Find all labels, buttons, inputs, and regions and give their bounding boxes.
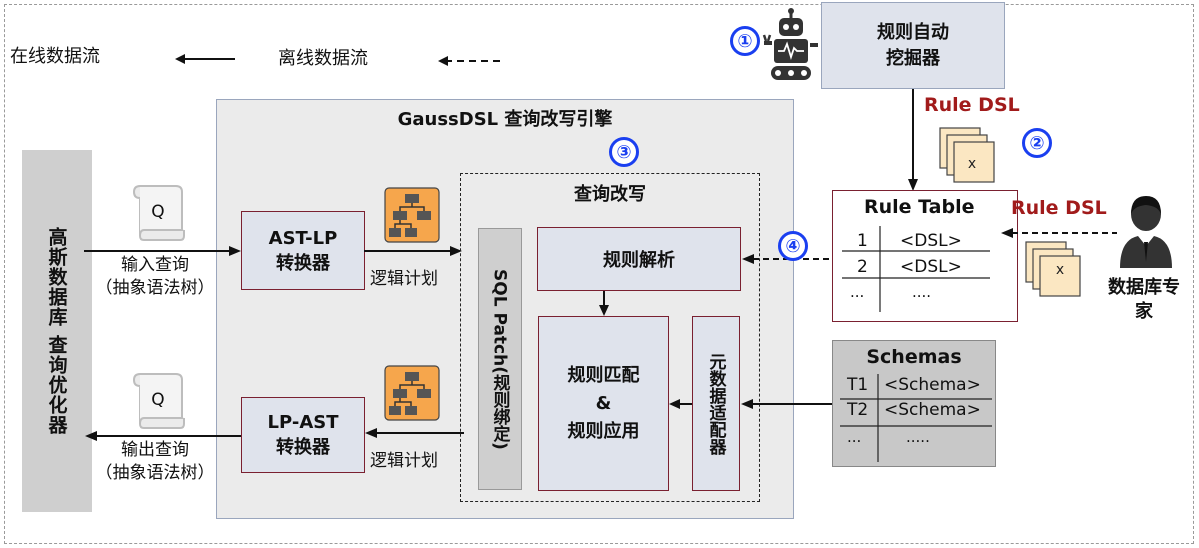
schemas-row-2-id: T2 — [847, 400, 869, 420]
dba-doc-mark: x — [1056, 262, 1064, 278]
engine-title: GaussDSL 查询改写引擎 — [397, 109, 613, 130]
schemas-row-2-value: <Schema> — [884, 400, 981, 420]
output-query-label: 输出查询 （抽象语法树） — [80, 439, 230, 485]
query-rewrite-title: 查询改写 — [574, 184, 646, 205]
input-query-line1: 输入查询 — [121, 255, 189, 275]
schemas-title: Schemas — [866, 346, 962, 368]
rule-table-row-3-value: .... — [912, 283, 932, 301]
input-query-icon-label: Q — [151, 202, 164, 222]
schemas-box — [832, 340, 996, 467]
rule-parse-box: 规则解析 — [537, 227, 741, 291]
legend-offline-label: 离线数据流 — [278, 48, 368, 69]
rule-table-row-1-value: <DSL> — [900, 231, 962, 251]
robot-icon — [762, 8, 818, 80]
query-rewrite-container — [460, 173, 760, 502]
adapter-to-match-arrow — [669, 399, 692, 409]
output-query-arrow — [85, 431, 241, 441]
rewrite-to-lpast-arrow — [365, 428, 464, 438]
output-query-line1: 输出查询 — [121, 440, 189, 460]
rule-match-box: 规则匹配 & 规则应用 — [538, 316, 669, 491]
input-query-line2: （抽象语法树） — [95, 278, 215, 298]
dba-label: 数据库专 家 — [1108, 277, 1180, 322]
step-2-badge: ② — [1022, 128, 1052, 158]
astlp-to-rewrite-arrow — [364, 246, 462, 256]
database-expert-icon — [1120, 196, 1172, 268]
step-3-badge: ③ — [609, 137, 639, 167]
gauss-optimizer-bar: 高斯数据库 查询优化器 — [22, 150, 92, 512]
rule-miner-box: 规则自动 挖掘器 — [821, 2, 1005, 89]
rule-table-row-1-id: 1 — [857, 231, 868, 251]
logic-plan-bottom-icon — [384, 365, 440, 421]
legend-offline-arrow — [438, 56, 500, 66]
rule-table-grid — [842, 226, 990, 312]
parse-to-match-arrow — [599, 291, 609, 316]
metadata-adapter-label: 元数据适配器 — [705, 352, 726, 455]
rule-table-row-2-value: <DSL> — [900, 257, 962, 277]
schemas-to-adapter-arrow — [741, 399, 833, 409]
dba-to-table-arrow — [1001, 228, 1117, 238]
sql-patch-bar: SQL Patch(规则绑定) — [478, 228, 522, 490]
logic-plan-bottom-label: 逻辑计划 — [370, 451, 438, 471]
input-query-scroll-icon: Q — [132, 185, 185, 241]
outer-frame — [4, 4, 1194, 544]
legend-online-label: 在线数据流 — [10, 46, 100, 67]
schemas-row-3-value: ..... — [906, 428, 930, 446]
input-query-label: 输入查询 （抽象语法树） — [80, 254, 230, 300]
sql-patch-label: SQL Patch(规则绑定) — [489, 268, 510, 450]
miner-to-table-arrow — [908, 89, 918, 191]
dba-rule-dsl-label: Rule DSL — [1011, 197, 1107, 219]
rule-table-row-2-id: 2 — [857, 257, 868, 277]
table-to-parse-arrow — [742, 254, 832, 264]
output-query-icon-label: Q — [151, 390, 164, 410]
schemas-row-3-id: ... — [847, 428, 862, 446]
ast-lp-converter-box: AST-LP 转换器 — [241, 211, 365, 290]
step-4-badge: ④ — [778, 231, 808, 261]
rule-dsl-top-label: Rule DSL — [924, 94, 1020, 116]
rule-table-title: Rule Table — [864, 196, 975, 218]
input-query-arrow — [84, 246, 241, 256]
optimizer-label: 高斯数据库 查询优化器 — [45, 227, 68, 435]
lp-ast-converter-box: LP-AST 转换器 — [241, 397, 365, 473]
rule-table-row-3-id: ... — [850, 283, 865, 301]
rule-dsl-top-doc-mark: x — [968, 156, 976, 172]
rule-table-box — [832, 190, 1018, 322]
logic-plan-top-label: 逻辑计划 — [370, 269, 438, 289]
schemas-grid — [840, 374, 992, 462]
rule-dsl-top-documents-icon: x — [939, 127, 995, 183]
metadata-adapter-box: 元数据适配器 — [692, 316, 740, 491]
schemas-row-1-value: <Schema> — [884, 375, 981, 395]
logic-plan-top-icon — [384, 187, 440, 243]
output-query-line2: （抽象语法树） — [95, 463, 215, 483]
legend-online-arrow — [175, 54, 235, 64]
dba-documents-icon: x — [1025, 241, 1081, 297]
output-query-scroll-icon: Q — [132, 373, 185, 429]
step-1-badge: ① — [730, 26, 760, 56]
schemas-row-1-id: T1 — [847, 375, 869, 395]
